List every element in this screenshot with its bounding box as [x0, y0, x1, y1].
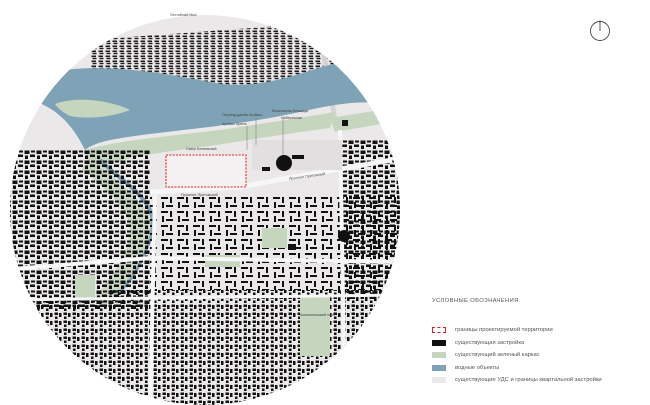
embankment-green: [85, 112, 335, 170]
legend-item-roads: существующие УДС и границы квартальной з…: [432, 376, 646, 384]
cross-road: [10, 293, 400, 302]
label-park: Комсомольский парк: [300, 313, 335, 317]
main-road-west: [10, 255, 400, 272]
legend-label-green: существующий зеленый каркас: [455, 352, 540, 358]
green-patch-3: [75, 275, 95, 300]
label-square: Сквер Беляевский: [186, 147, 217, 151]
label-zoo: Московская Площадь: [272, 109, 308, 113]
legend-label-roads: существующие УДС и границы квартальной з…: [455, 377, 602, 383]
park-green: [300, 296, 330, 356]
legend-item-water: водные объекты: [432, 364, 646, 372]
label-embankment: Набережная: [281, 116, 302, 120]
label-pritomsky-1: Проспект Притомский: [289, 172, 326, 181]
project-area-fill: [166, 155, 246, 187]
legend-item-boundary: границы проектируемой территории: [432, 326, 646, 334]
west-city-blocks-2: [10, 300, 110, 405]
green-patch-2: [262, 228, 287, 248]
building-3: [342, 120, 348, 126]
stadium-building: [338, 230, 350, 242]
roads-swatch: [432, 377, 446, 383]
boundary-swatch: [432, 327, 446, 333]
legend-label-buildings: существующая застройка: [455, 339, 525, 346]
legend-item-buildings: существующая застройка: [432, 339, 646, 347]
label-arena: Кузбасс Арена: [222, 122, 246, 126]
river-tom: [30, 60, 392, 150]
island: [55, 99, 130, 118]
label-island: Отстойный Мыс: [170, 13, 197, 17]
label-pritomsky-2: Проспект Притомский: [181, 193, 218, 197]
buildings-swatch: [432, 339, 446, 346]
building-2: [292, 155, 304, 159]
water-swatch: [432, 364, 446, 371]
pritomsky-avenue: [149, 157, 393, 195]
legend-label-water: водные объекты: [455, 364, 500, 371]
project-boundary: [165, 154, 247, 188]
main-road-south: [148, 194, 157, 405]
building-1: [262, 167, 270, 171]
green-swatch: [432, 352, 446, 358]
legend-item-green: существующий зеленый каркас: [432, 351, 646, 359]
label-crossing: Переезд дамбы Кузбасс: [222, 113, 263, 117]
arena-building: [276, 155, 292, 171]
map-legend: УСЛОВНЫЕ ОБОЗНАЧЕНИЯ границы проектируем…: [432, 298, 646, 389]
north-arrow-icon: [590, 20, 610, 41]
legend-label-boundary: границы проектируемой территории: [455, 327, 553, 333]
building-4: [288, 244, 296, 250]
legend-title: УСЛОВНЫЕ ОБОЗНАЧЕНИЯ: [432, 298, 519, 304]
